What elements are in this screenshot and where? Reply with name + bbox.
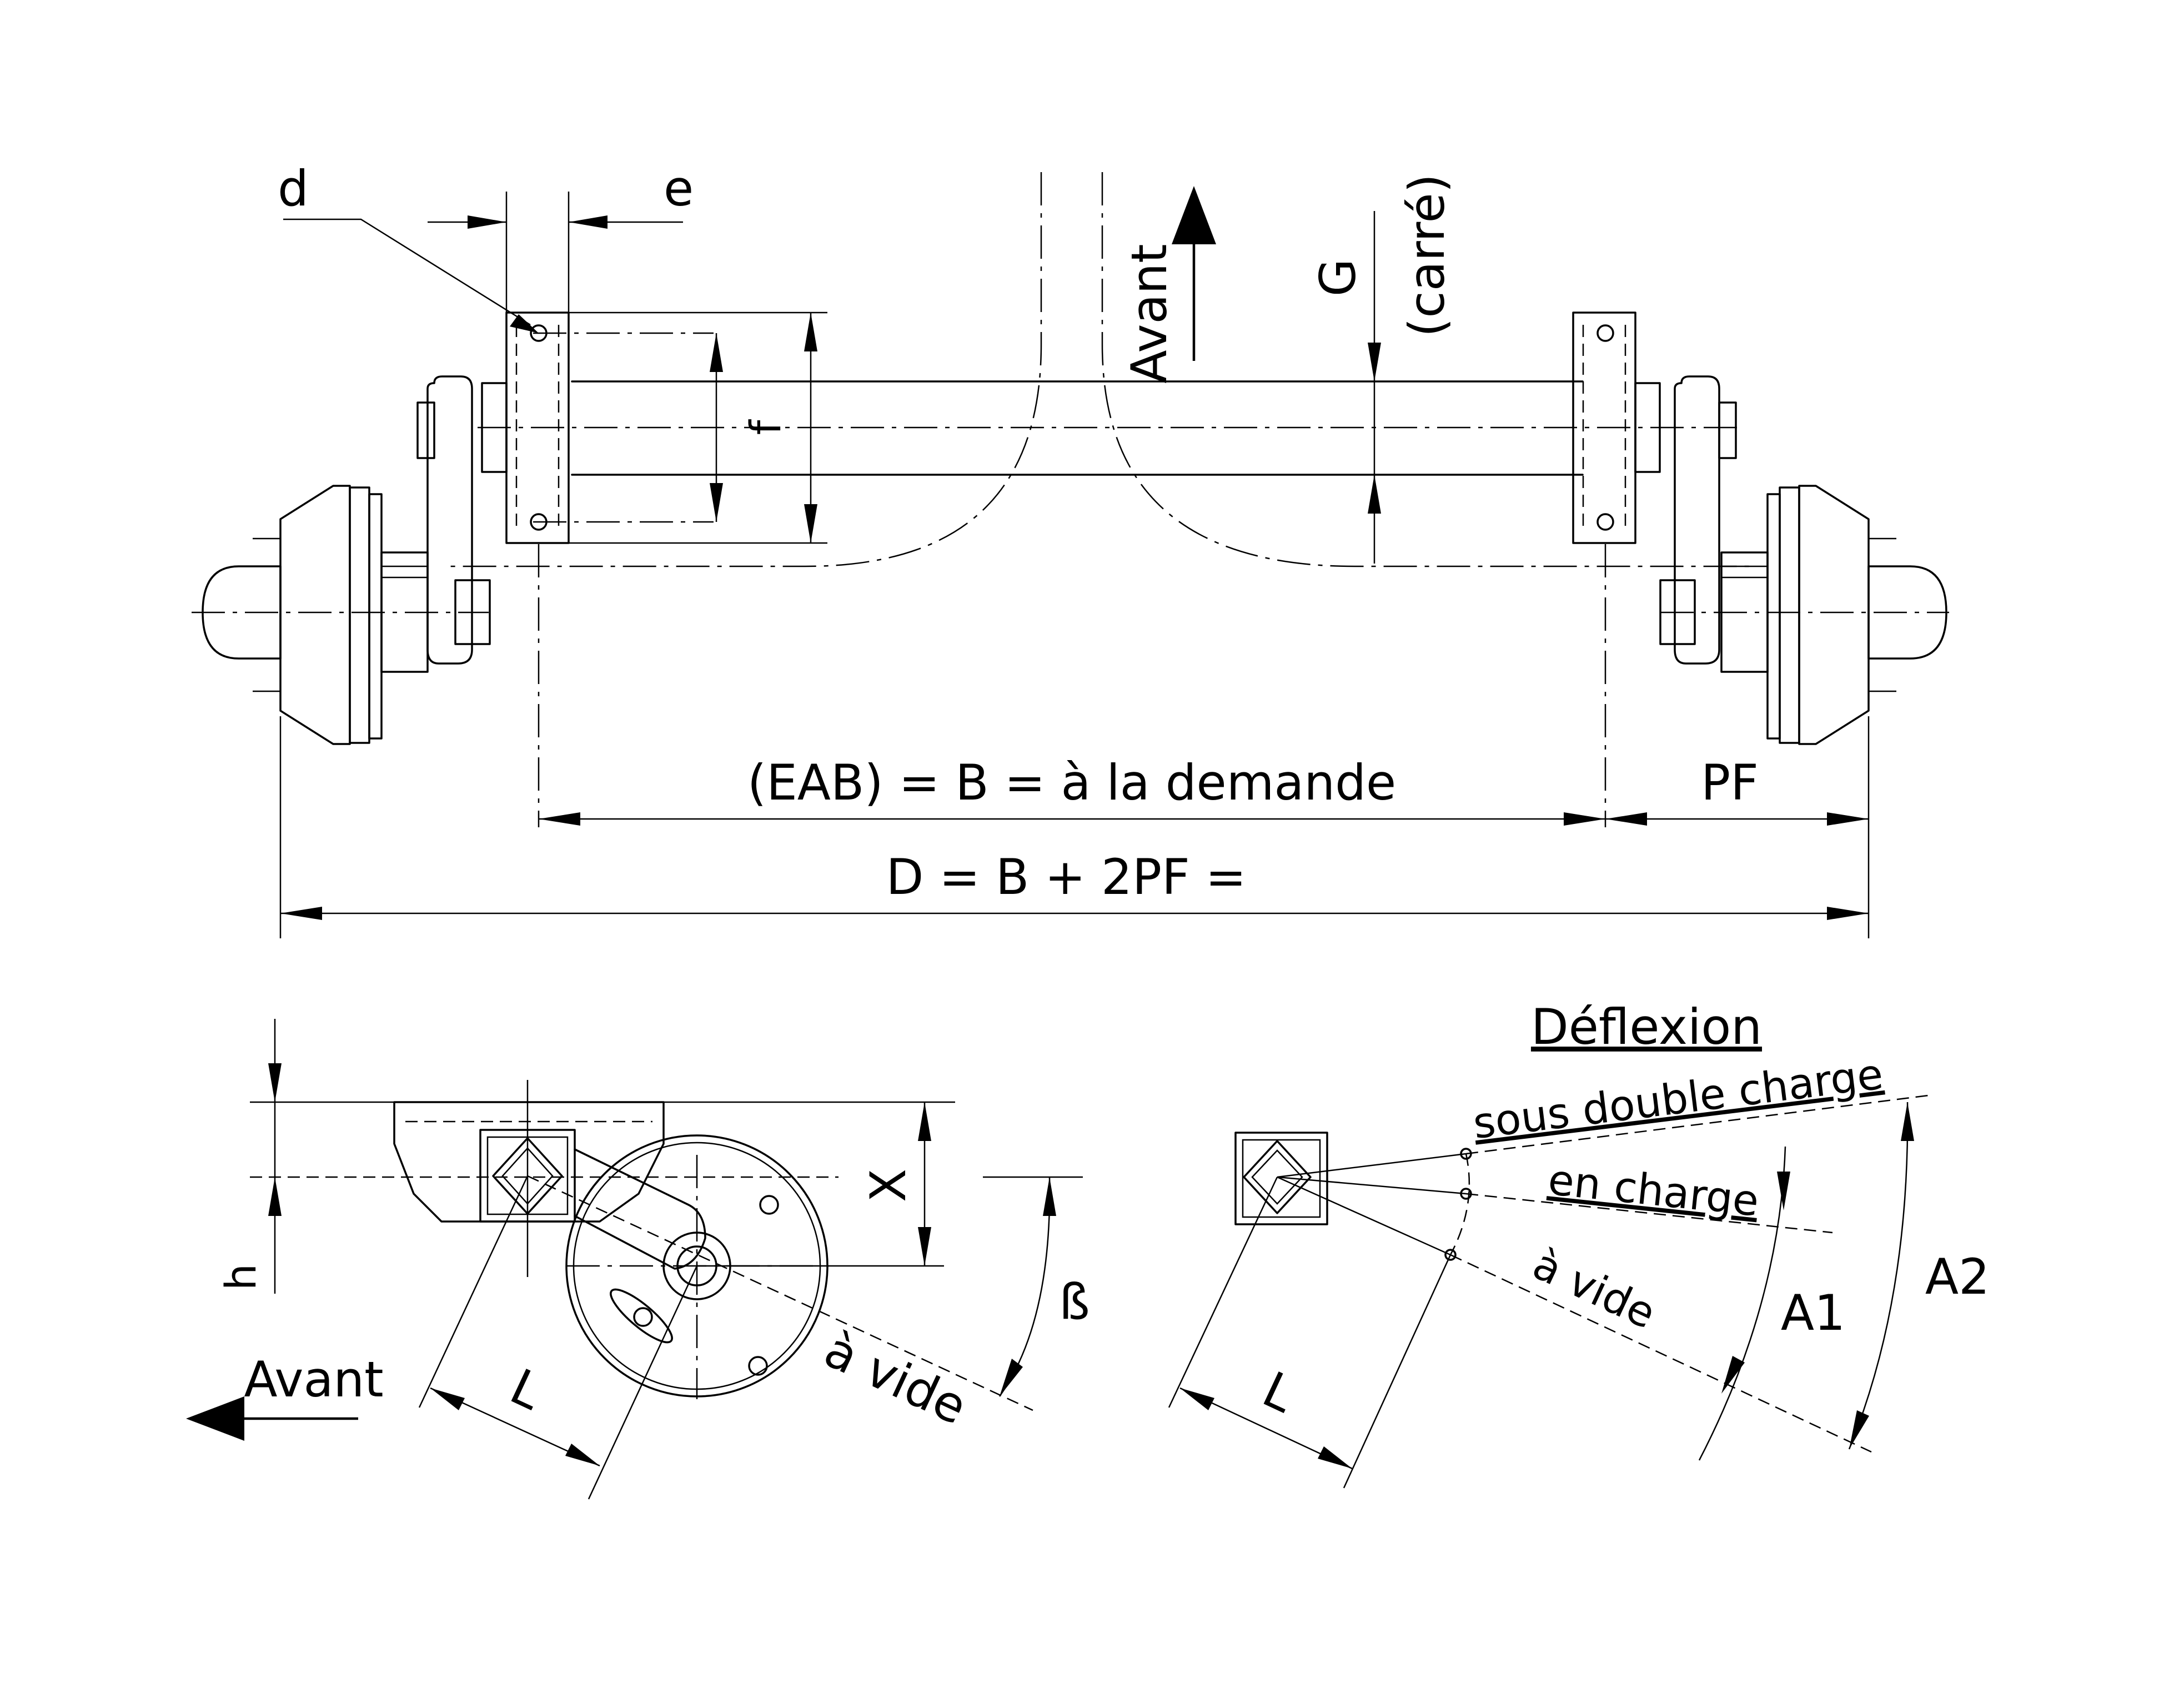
label-carre: (carré) [1398, 174, 1455, 337]
deflexion-title: Déflexion [1531, 998, 1762, 1055]
extension-lines [279, 192, 1870, 938]
forward-arrow-side: Avant [186, 1351, 384, 1441]
left-wheel-hub [202, 375, 508, 745]
defl-spokes [1277, 1148, 1472, 1261]
label-sous-double-charge: sous double charge [1470, 1049, 1886, 1148]
top-view: d e f G (carré) [192, 160, 1949, 938]
label-avant-side: Avant [244, 1351, 383, 1408]
line-sous-double-charge [1465, 1094, 1933, 1155]
dim-a1: A1 [1698, 1146, 1845, 1461]
dim-x: X [697, 1102, 944, 1267]
label-a2: A2 [1925, 1248, 1990, 1305]
dim-f: f [710, 313, 817, 543]
swing-arm [527, 1148, 1033, 1411]
right-wheel-hub [1634, 375, 1947, 745]
label-x: X [860, 1169, 917, 1202]
dim-a2: A2 [1848, 1102, 1990, 1450]
forward-arrow-top: Avant [1121, 186, 1216, 384]
label-d: d [278, 160, 309, 217]
label-l-side: L [502, 1358, 551, 1421]
label-f: f [741, 419, 790, 435]
label-l-defl: L [1254, 1360, 1303, 1424]
label-h: h [216, 1264, 265, 1290]
line-en-charge [1465, 1193, 1833, 1234]
dim-b: (EAB) = B = à la demande [539, 754, 1605, 826]
label-pf: PF [1701, 754, 1759, 811]
label-beta: ß [1059, 1273, 1090, 1330]
label-a-vide-defl: à vide [1525, 1239, 1663, 1339]
arrow-left-icon [186, 1396, 244, 1441]
label-a1: A1 [1781, 1284, 1845, 1341]
label-g: G [1309, 259, 1367, 296]
dim-d-total: D = B + 2PF = [280, 848, 1869, 920]
dim-pf: PF [1605, 754, 1869, 826]
side-view: h X ß à vide L [186, 1019, 1090, 1500]
side-bracket [393, 1101, 665, 1223]
dim-e: e [428, 160, 694, 229]
arrow-up-icon [1172, 186, 1216, 244]
label-a-vide-side: à vide [816, 1321, 975, 1436]
line-a-vide [1450, 1254, 1872, 1453]
label-avant-top: Avant [1121, 244, 1178, 383]
chassis-outline [444, 172, 1749, 567]
dim-beta: ß [998, 1177, 1090, 1397]
dim-h: h [216, 1019, 282, 1294]
axle-tube [571, 380, 1584, 476]
label-en-charge: en charge [1546, 1155, 1761, 1226]
label-e: e [664, 160, 694, 217]
dim-d: d [278, 160, 539, 333]
defl-tube [1234, 1132, 1328, 1225]
label-d-formula: D = B + 2PF = [886, 848, 1247, 906]
dim-g: G (carré) [1309, 174, 1455, 564]
label-eab: (EAB) = B = à la demande [747, 754, 1396, 811]
deflexion-view: Déflexion sous double charge en charge à… [1168, 998, 1990, 1489]
